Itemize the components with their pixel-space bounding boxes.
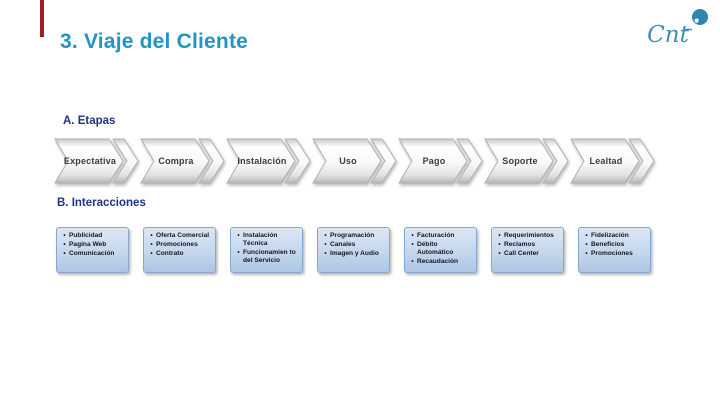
list-item: Comunicación [60,250,126,258]
list-item: Beneficios [582,241,648,249]
stage-label: Lealtad [589,156,623,166]
page-title: 3. Viaje del Cliente [60,30,249,53]
list-item: Oferta Comercial [147,232,213,240]
stage-label: Compra [158,156,194,166]
logo-dot-highlight [694,18,699,23]
interaction-box: Facturación Débito Automático Recaudació… [404,227,477,273]
list-item: Funcionamien to del Servicio [234,249,300,265]
stage-chevron-uso: Uso [312,138,398,184]
stage-label: Uso [339,156,357,166]
accent-bar [40,0,44,37]
logo-text: Cnt [647,22,689,48]
list-item: Imagen y Audio [321,250,387,258]
stage-chevron-lealtad: Lealtad [570,138,656,184]
chevron-shape-icon [570,138,655,184]
list-item: Reclamos [495,241,561,249]
list-item: Facturación [408,232,474,240]
chevron-shape-icon [312,138,397,184]
stage-chevron-soporte: Soporte [484,138,570,184]
list-item: Instalación Técnica [234,232,300,248]
list-item: Call Center [495,250,561,258]
interacciones-heading: B. Interacciones [57,197,146,209]
chevron-shape-icon [140,138,225,184]
list-item: Programación [321,232,387,240]
cnt-logo: Cnt [644,4,710,52]
stage-chevron-expectativa: Expectativa [54,138,140,184]
list-item: Promociones [147,241,213,249]
list-item: Recaudación [408,258,474,266]
list-item: Requerimientos [495,232,561,240]
stage-chevron-compra: Compra [140,138,226,184]
interaction-box: Requerimientos Reclamos Call Center [491,227,564,273]
chevron-shape-icon [226,138,311,184]
logo-dot-icon [692,9,708,25]
stage-flow: Expectativa Compra Instalación Uso [54,138,656,184]
list-item: Débito Automático [408,241,474,257]
logo-swash [681,28,693,32]
list-item: Publicidad [60,232,126,240]
interaction-box: Programación Canales Imagen y Audio [317,227,390,273]
interaction-boxes: Publicidad Pagina Web Comunicación Ofert… [56,227,651,273]
stage-chevron-pago: Pago [398,138,484,184]
list-item: Pagina Web [60,241,126,249]
list-item: Contrato [147,250,213,258]
chevron-shape-icon [484,138,569,184]
interaction-box: Fidelización Beneficios Promociones [578,227,651,273]
interaction-box: Publicidad Pagina Web Comunicación [56,227,129,273]
stage-label: Soporte [502,156,538,166]
list-item: Fidelización [582,232,648,240]
list-item: Promociones [582,250,648,258]
etapas-heading: A. Etapas [63,115,116,127]
stage-chevron-instalacion: Instalación [226,138,312,184]
stage-label: Expectativa [63,156,117,166]
list-item: Canales [321,241,387,249]
chevron-shape-icon [398,138,483,184]
stage-label: Pago [422,156,446,166]
chevron-shape-icon [54,138,139,184]
stage-label: Instalación [237,156,287,166]
interaction-box: Oferta Comercial Promociones Contrato [143,227,216,273]
interaction-box: Instalación Técnica Funcionamien to del … [230,227,303,273]
